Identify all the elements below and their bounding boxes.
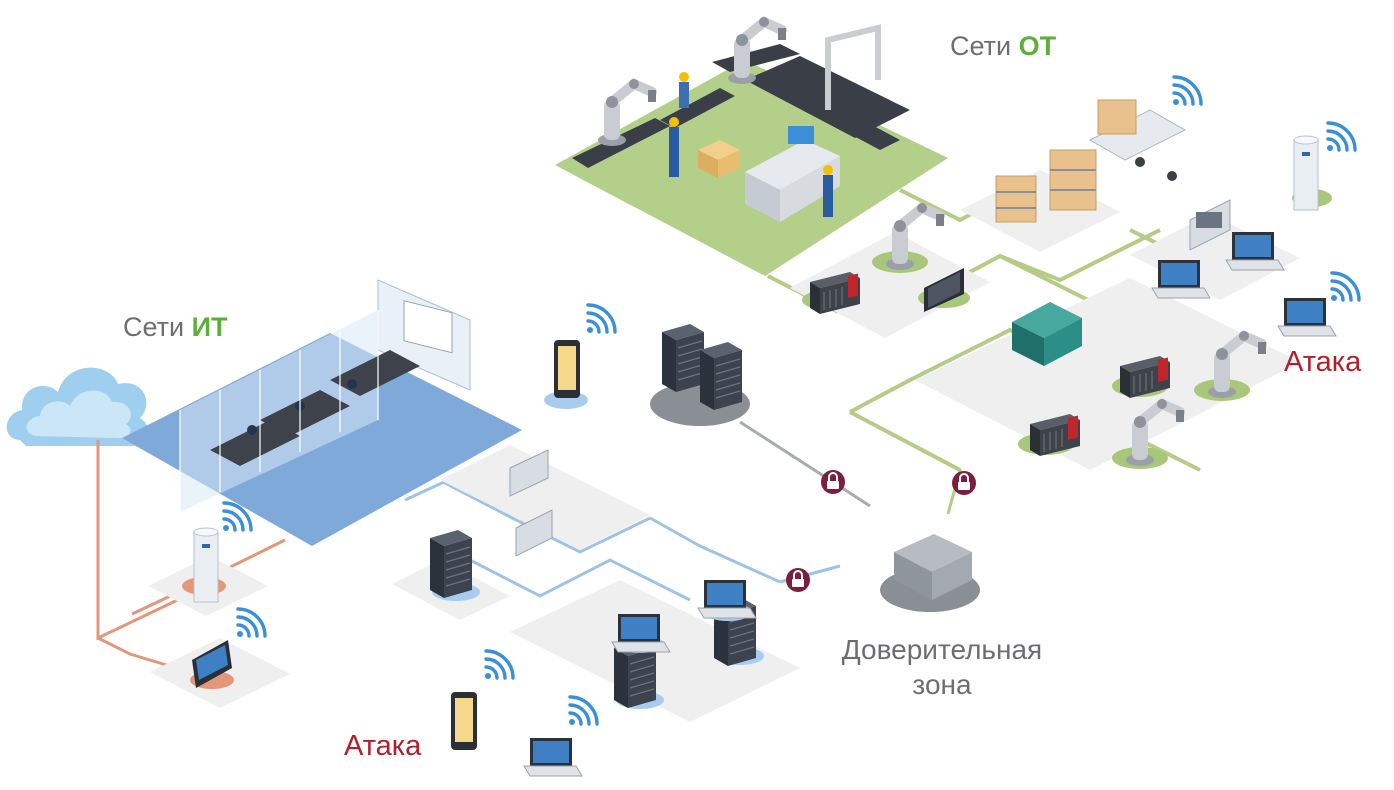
trusted-zone-label: Доверительная зона — [836, 632, 1048, 702]
laptop-icon — [523, 737, 583, 777]
it-network-label: Сети ИТ — [123, 314, 228, 341]
trusted-zone-label-line1: Доверительная — [841, 634, 1043, 665]
wifi-icon — [483, 649, 515, 681]
it-devices — [182, 303, 764, 709]
agv-robot — [1088, 99, 1187, 181]
workstation-monitors — [1189, 199, 1231, 251]
workers — [669, 72, 833, 217]
lock-icon — [951, 470, 977, 496]
laptop-icon — [697, 579, 757, 619]
wifi-icon — [1325, 121, 1357, 153]
trusted-firewall-icon — [880, 534, 980, 612]
ot-factory-floor — [555, 17, 948, 276]
wifi-icon — [235, 607, 267, 639]
cloud-icon — [6, 367, 148, 447]
workstation-monitors — [509, 449, 553, 557]
access-point-icon — [1293, 135, 1319, 211]
ot-devices — [802, 75, 1361, 469]
server-rack-icon — [699, 341, 743, 411]
wifi-icon — [1171, 75, 1203, 107]
lock-icon — [785, 567, 811, 593]
it-network-label-prefix: Сети — [123, 312, 185, 342]
lock-icon — [820, 469, 846, 495]
tablet-icon — [554, 340, 580, 398]
tablet-icon — [192, 640, 232, 688]
data-center — [650, 323, 750, 426]
warehouse-shelves — [995, 149, 1097, 223]
attack-devices — [451, 649, 599, 777]
ot-network-label-prefix: Сети — [950, 31, 1012, 61]
gantry-robot — [825, 24, 881, 110]
it-network-label-highlight: ИТ — [191, 312, 228, 342]
it-office-floor — [122, 279, 522, 546]
attack-label-bottom: Атака — [344, 730, 422, 762]
glass-partitions — [179, 310, 379, 512]
attack-label-right: Атака — [1284, 346, 1362, 378]
laptop-icon — [1277, 297, 1337, 337]
tablet-icon — [451, 692, 477, 750]
ot-network-label-highlight: ОТ — [1018, 31, 1057, 61]
wifi-icon — [585, 303, 617, 335]
server-rack-icon — [429, 529, 473, 599]
server-rack-icon — [661, 323, 705, 393]
cargo-boxes — [698, 140, 740, 178]
wifi-icon — [1329, 271, 1361, 303]
trusted-zone-label-line2: зона — [912, 669, 972, 700]
office-workers — [247, 379, 357, 435]
access-point-icon — [193, 527, 219, 603]
ot-network-label: Сети ОТ — [950, 33, 1056, 60]
wifi-icon — [567, 695, 599, 727]
hmi-panel-icon — [924, 268, 964, 312]
ot-firewall-icon — [1012, 302, 1082, 366]
